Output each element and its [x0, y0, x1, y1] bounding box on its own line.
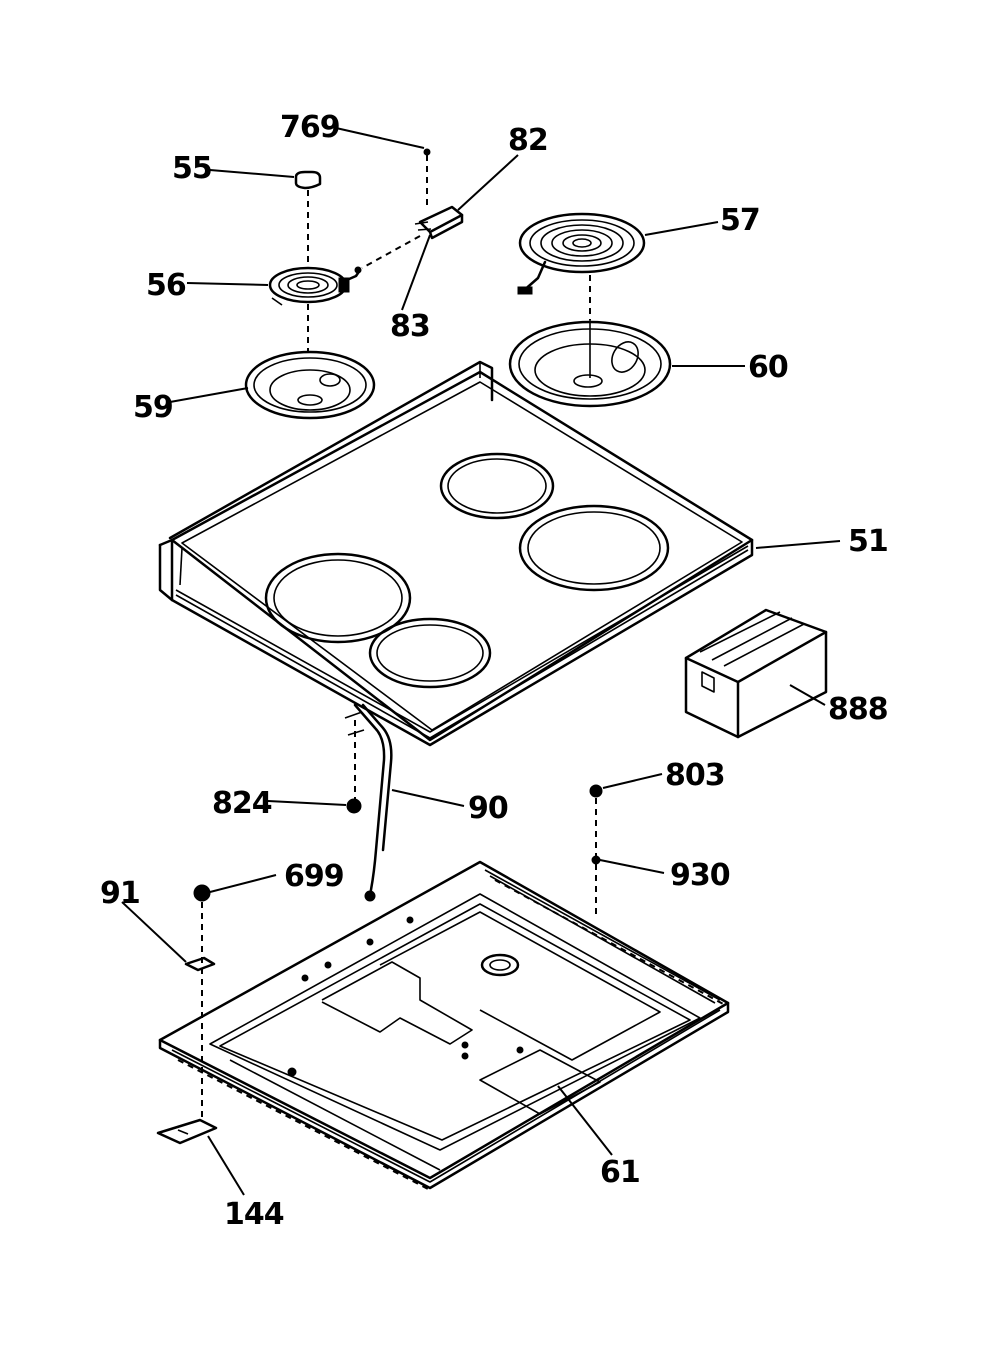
label-930: 930 [670, 858, 730, 893]
label-51: 51 [848, 524, 888, 559]
label-56: 56 [146, 268, 186, 303]
surface-element-large [517, 212, 646, 295]
label-57: 57 [720, 203, 760, 238]
terminal-block [414, 148, 464, 240]
label-82: 82 [508, 123, 548, 158]
knob-cap [294, 170, 322, 190]
surface-element-small [268, 266, 362, 306]
label-769: 769 [280, 110, 340, 145]
label-91: 91 [100, 876, 140, 911]
label-61: 61 [600, 1155, 640, 1190]
drip-pan-large [508, 320, 672, 408]
label-59: 59 [133, 390, 173, 425]
label-83: 83 [390, 309, 430, 344]
label-803: 803 [665, 758, 725, 793]
label-699: 699 [284, 859, 344, 894]
label-888: 888 [828, 692, 888, 727]
bracket [156, 1118, 218, 1145]
cooktop [158, 360, 754, 747]
drip-pan-small [244, 350, 376, 420]
label-55: 55 [172, 151, 212, 186]
label-60: 60 [748, 350, 788, 385]
label-824: 824 [212, 786, 272, 821]
label-90: 90 [468, 791, 508, 826]
parts-box [684, 608, 828, 739]
label-144: 144 [224, 1197, 284, 1232]
burner-box-pan [158, 860, 730, 1191]
